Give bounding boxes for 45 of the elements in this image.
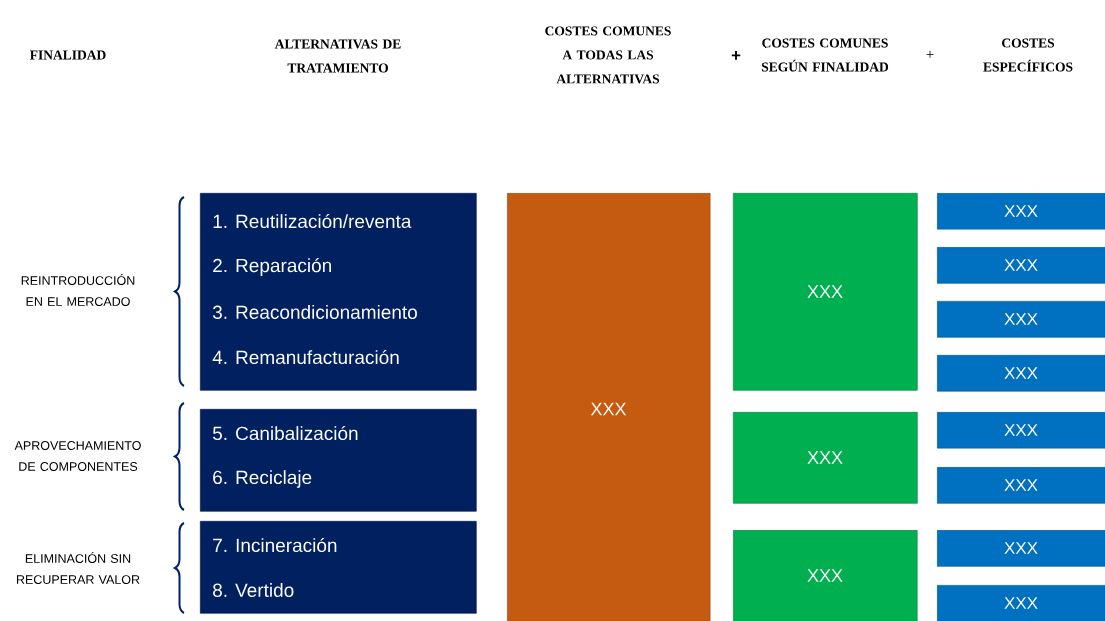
- column-header: FINALIDAD: [30, 50, 106, 60]
- cost-value: XXX: [1004, 367, 1038, 379]
- cost-value: XXX: [807, 285, 843, 298]
- specific-cost-box: [937, 412, 1105, 449]
- specific-cost-box: [937, 467, 1105, 504]
- list-item: 8. Vertido: [213, 583, 294, 597]
- list-item: 6. Reciclaje: [213, 470, 312, 488]
- specific-cost-box: [937, 355, 1105, 392]
- list-item: 5. Canibalización: [212, 425, 358, 441]
- column-header: COSTES COMUNES A TODAS LAS ALTERNATIVAS: [545, 26, 671, 84]
- cost-value: XXX: [590, 402, 627, 416]
- purpose-cost-box: [733, 530, 918, 621]
- column-header: COSTES ESPECÍFICOS: [983, 38, 1073, 72]
- cost-value: XXX: [807, 569, 843, 582]
- list-item: 1. Reutilización/reventa: [213, 213, 412, 229]
- treatment-list-box: [200, 409, 477, 512]
- purpose-cost-box: [733, 412, 918, 504]
- group-label: ELIMINACIÓN SIN RECUPERAR VALOR: [16, 552, 140, 584]
- list-item: 2. Reparación: [213, 258, 331, 276]
- cost-value: XXX: [1004, 542, 1038, 554]
- treatment-list-box: [200, 521, 477, 614]
- specific-cost-box: [937, 530, 1105, 567]
- cost-value: XXX: [1004, 313, 1038, 325]
- specific-cost-box: [937, 585, 1105, 621]
- purpose-cost-box: [733, 193, 918, 391]
- specific-cost-box: [937, 193, 1105, 230]
- specific-cost-box: [937, 301, 1105, 338]
- cost-value: XXX: [1004, 424, 1038, 436]
- group-label: APROVECHAMIENTO DE COMPONENTES: [14, 441, 141, 471]
- common-cost-box: [507, 193, 711, 621]
- cost-value: XXX: [1004, 479, 1038, 491]
- list-item: 3. Reacondicionamiento: [212, 305, 417, 319]
- cost-value: XXX: [807, 451, 843, 464]
- specific-cost-box: [937, 247, 1105, 284]
- list-item: 7. Incineración: [213, 537, 337, 553]
- column-header: ALTERNATIVAS DE TRATAMIENTO: [274, 39, 401, 73]
- plus-sign: +: [731, 51, 741, 60]
- treatment-list-box: [200, 193, 477, 391]
- cost-value: XXX: [1004, 597, 1038, 609]
- list-item: 4. Remanufacturación: [212, 349, 399, 365]
- group-label: REINTRODUCCIÓN EN EL MERCADO: [21, 274, 135, 306]
- cost-value: XXX: [1004, 259, 1038, 271]
- plus-sign: +: [926, 50, 934, 58]
- cost-value: XXX: [1004, 205, 1038, 217]
- column-header: COSTES COMUNES SEGÚN FINALIDAD: [761, 38, 889, 72]
